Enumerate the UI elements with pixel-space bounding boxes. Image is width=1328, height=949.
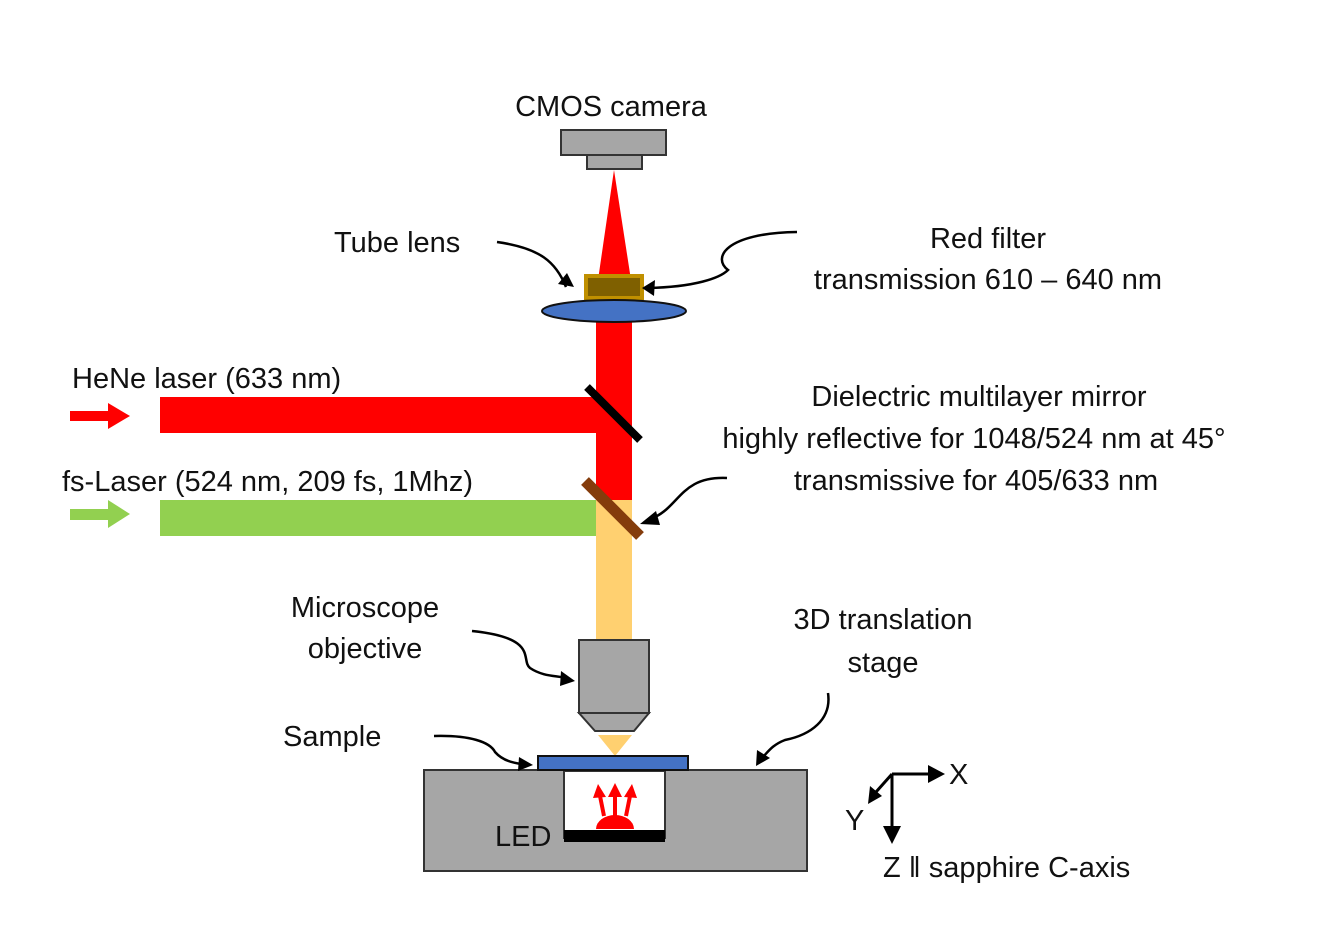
- focused-red-beam: [598, 170, 631, 280]
- camera-label: CMOS camera: [515, 91, 708, 123]
- z-axis-arrowhead: [883, 826, 901, 844]
- objective-label-line1: Microscope: [291, 592, 439, 624]
- hene-laser-label: HeNe laser (633 nm): [72, 363, 341, 395]
- objective-callout-head: [560, 671, 575, 686]
- stage-label-line2: stage: [848, 647, 919, 679]
- hene-beam: [160, 397, 632, 433]
- focus-cone: [598, 735, 632, 756]
- sample-callout: [433, 734, 523, 766]
- red-filter-transmission: transmission 610 – 640 nm: [814, 264, 1162, 296]
- mirror-label-line3: transmissive for 405/633 nm: [794, 465, 1158, 497]
- dichroic-mirror: [581, 477, 644, 540]
- red-filter-callout-head: [642, 280, 655, 296]
- stage-callout-head: [756, 750, 770, 766]
- axis-y-label: Y: [845, 805, 864, 837]
- tube-lens-callout-head: [558, 273, 574, 287]
- sample: [537, 755, 689, 771]
- x-axis-arrowhead: [928, 765, 945, 783]
- sample-label: Sample: [283, 721, 381, 753]
- axis-x-label: X: [949, 759, 968, 791]
- red-filter-title: Red filter: [930, 223, 1046, 255]
- camera-mount: [586, 154, 643, 170]
- objective-tip: [576, 712, 652, 732]
- fs-laser-beam: [160, 500, 596, 536]
- sample-callout-head: [518, 757, 533, 771]
- tube-lens: [541, 299, 687, 323]
- fs-laser-label: fs-Laser (524 nm, 209 fs, 1Mhz): [62, 466, 473, 498]
- led-emission-arrows: [593, 783, 637, 817]
- mirror-label-line2: highly reflective for 1048/524 nm at 45°: [722, 423, 1225, 455]
- fs-input-arrow: [70, 500, 130, 528]
- objective-callout: [471, 629, 569, 681]
- objective-body: [578, 639, 650, 714]
- objective-label-line2: objective: [308, 633, 422, 665]
- mirror-label-line1: Dielectric multilayer mirror: [811, 381, 1146, 413]
- axis-z-label: Z ‖ sapphire C-axis: [883, 852, 1130, 884]
- led-dome: [596, 815, 634, 829]
- hene-mirror: [584, 384, 643, 443]
- dichroic-callout-head: [640, 511, 660, 525]
- tube-lens-callout: [496, 240, 568, 288]
- red-filter: [584, 274, 644, 300]
- stage-label-line1: 3D translation: [794, 604, 973, 636]
- camera-body: [560, 129, 667, 156]
- tube-lens-label: Tube lens: [334, 227, 460, 259]
- coordinate-axes: [874, 772, 930, 828]
- dichroic-callout: [654, 476, 728, 519]
- red-filter-callout: [647, 230, 798, 290]
- stage-callout: [761, 692, 830, 759]
- led-base: [564, 830, 665, 842]
- hene-input-arrow: [70, 403, 130, 429]
- y-axis-arrowhead: [868, 786, 882, 804]
- led-label: LED: [495, 821, 551, 853]
